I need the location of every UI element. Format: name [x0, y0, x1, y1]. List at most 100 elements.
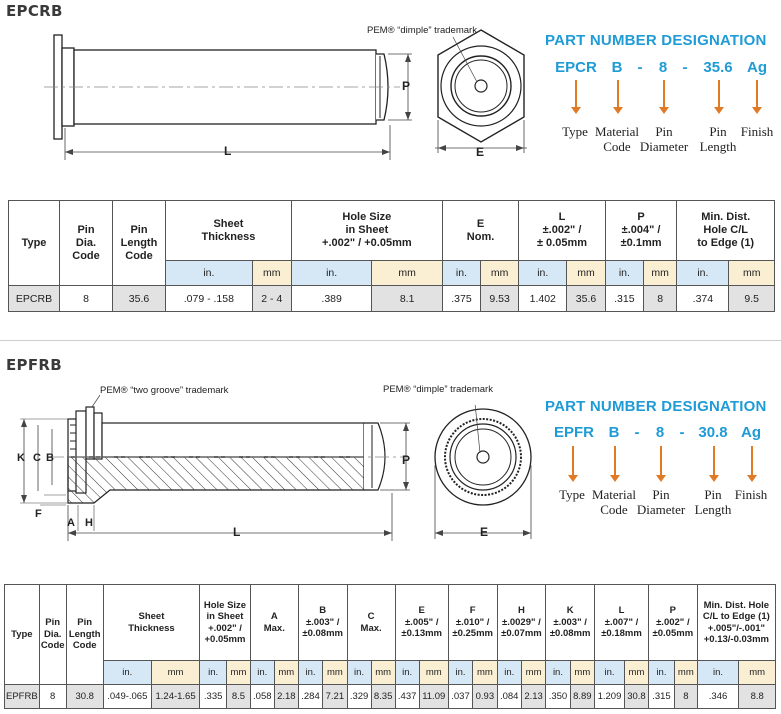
epfrb-code-finish: Ag — [741, 424, 761, 441]
th-a: A Max. — [249, 584, 299, 661]
unit-in: in. — [676, 260, 730, 286]
unit-in: in. — [447, 660, 474, 685]
cell: 1.24-1.65 — [150, 684, 201, 709]
th-hole-size: Hole Size in Sheet +.002" / +0.05mm — [290, 200, 443, 261]
unit-mm: mm — [226, 660, 251, 685]
epcrb-code-type: EPCR — [555, 59, 597, 76]
epfrb-sep-1: - — [634, 424, 640, 441]
cell: .346 — [696, 684, 740, 709]
epfrb-side-view — [20, 394, 410, 541]
th-p: P ±.004" / ±0.1mm — [604, 200, 678, 261]
cell: 9.53 — [480, 285, 520, 312]
epfrb-dimple-note: PEM® “dimple” trademark — [383, 384, 493, 395]
unit-mm: mm — [418, 660, 449, 685]
epfrb-pnd-title: PART NUMBER DESIGNATION — [545, 398, 767, 415]
cell: .389 — [290, 285, 373, 312]
unit-in: in. — [496, 660, 522, 685]
epfrb-code-diameter: 8 — [655, 424, 665, 441]
unit-in: in. — [102, 660, 152, 685]
epfrb-c-label: C — [33, 452, 41, 464]
unit-mm: mm — [623, 660, 649, 685]
epfrb-arrow-finish — [747, 446, 757, 482]
unit-in: in. — [594, 660, 625, 685]
cell: 8 — [642, 285, 678, 312]
unit-mm: mm — [273, 660, 299, 685]
unit-in: in. — [249, 660, 275, 685]
cell: 1.402 — [518, 285, 568, 312]
unit-in: in. — [394, 660, 420, 685]
unit-mm: mm — [480, 260, 520, 286]
epcrb-code-finish: Ag — [747, 59, 767, 76]
epcrb-code-diameter: 8 — [658, 59, 668, 76]
epcrb-spec-table: Type Pin Dia. Code Pin Length Code Sheet… — [8, 200, 775, 312]
cell: 2 - 4 — [251, 285, 292, 312]
epcrb-l-label: L — [224, 144, 232, 158]
cell-type: EPCRB — [8, 285, 60, 312]
epcrb-sep-2: - — [682, 59, 688, 76]
unit-mm: mm — [569, 660, 596, 685]
epfrb-p-label: P — [402, 453, 411, 467]
cell-type: EPFRB — [4, 684, 40, 709]
epfrb-code-material: B — [608, 424, 620, 441]
unit-mm: mm — [642, 260, 678, 286]
unit-in: in. — [696, 660, 740, 685]
cell-pin-length: 30.8 — [65, 684, 104, 709]
epcrb-side-view — [44, 34, 412, 160]
epcrb-pnd-title: PART NUMBER DESIGNATION — [545, 32, 767, 49]
epfrb-k-label: K — [17, 452, 25, 464]
unit-mm: mm — [322, 660, 348, 685]
unit-in: in. — [297, 660, 324, 685]
th-pin-dia: Pin Dia. Code — [59, 200, 113, 286]
th-hole-size: Hole Size in Sheet +.002" / +0.05mm — [199, 584, 251, 661]
epcrb-legend-diameter: Pin Diameter — [639, 124, 689, 154]
epfrb-a-label: A — [67, 517, 75, 529]
cell: .437 — [394, 684, 420, 709]
th-sheet-thickness: Sheet Thickness — [102, 584, 201, 661]
cell: 8 — [673, 684, 698, 709]
epcrb-section-title: EPCRB — [6, 2, 63, 20]
th-min-dist: Min. Dist. Hole C/L to Edge (1) +.005"/-… — [696, 584, 777, 661]
epcrb-code-material: B — [611, 59, 623, 76]
cell: 35.6 — [566, 285, 606, 312]
epfrb-code-length: 30.8 — [698, 424, 728, 441]
cell: .084 — [496, 684, 522, 709]
cell: .315 — [647, 684, 675, 709]
th-e: E ±.005" / ±0.13mm — [394, 584, 449, 661]
epcrb-arrow-material — [613, 80, 623, 114]
cell: 0.93 — [472, 684, 498, 709]
cell-pin-length: 35.6 — [112, 285, 166, 312]
epfrb-legend-diameter: Pin Diameter — [636, 487, 686, 517]
epfrb-b-label: B — [46, 452, 54, 464]
cell: .329 — [346, 684, 372, 709]
epcrb-sep-1: - — [637, 59, 643, 76]
cell: 2.13 — [520, 684, 547, 709]
epfrb-code-type: EPFR — [553, 424, 594, 441]
epfrb-end-view — [434, 405, 532, 539]
cell: .350 — [545, 684, 571, 709]
th-p: P ±.002" / ±0.05mm — [647, 584, 698, 661]
section-divider — [0, 340, 781, 341]
unit-in: in. — [441, 260, 482, 286]
cell: .374 — [676, 285, 730, 312]
cell: 8.35 — [370, 684, 396, 709]
unit-mm: mm — [566, 260, 606, 286]
th-l: L ±.002" / ± 0.05mm — [518, 200, 606, 261]
cell: .037 — [447, 684, 474, 709]
th-l: L ±.007" / ±0.18mm — [594, 584, 649, 661]
epcrb-arrow-diameter — [659, 80, 669, 114]
epcrb-legend-length: Pin Length — [699, 124, 737, 154]
epcrb-dimple-note: PEM® “dimple” trademark — [367, 25, 477, 36]
cell: 9.5 — [728, 285, 775, 312]
epfrb-arrow-material — [610, 446, 620, 482]
cell: 30.8 — [623, 684, 649, 709]
epcrb-legend-finish: Finish — [740, 124, 774, 139]
th-h: H ±.0029" / ±0.07mm — [496, 584, 547, 661]
table-row: EPFRB 8 30.8 .049-.065 1.24-1.65 .335 8.… — [4, 684, 776, 709]
unit-in: in. — [545, 660, 571, 685]
th-c: C Max. — [346, 584, 396, 661]
cell: .049-.065 — [102, 684, 152, 709]
epcrb-arrow-length — [714, 80, 724, 114]
epfrb-h-label: H — [85, 517, 93, 529]
table-row: EPCRB 8 35.6 .079 - .158 2 - 4 .389 8.1 … — [8, 285, 775, 312]
unit-mm: mm — [370, 660, 396, 685]
